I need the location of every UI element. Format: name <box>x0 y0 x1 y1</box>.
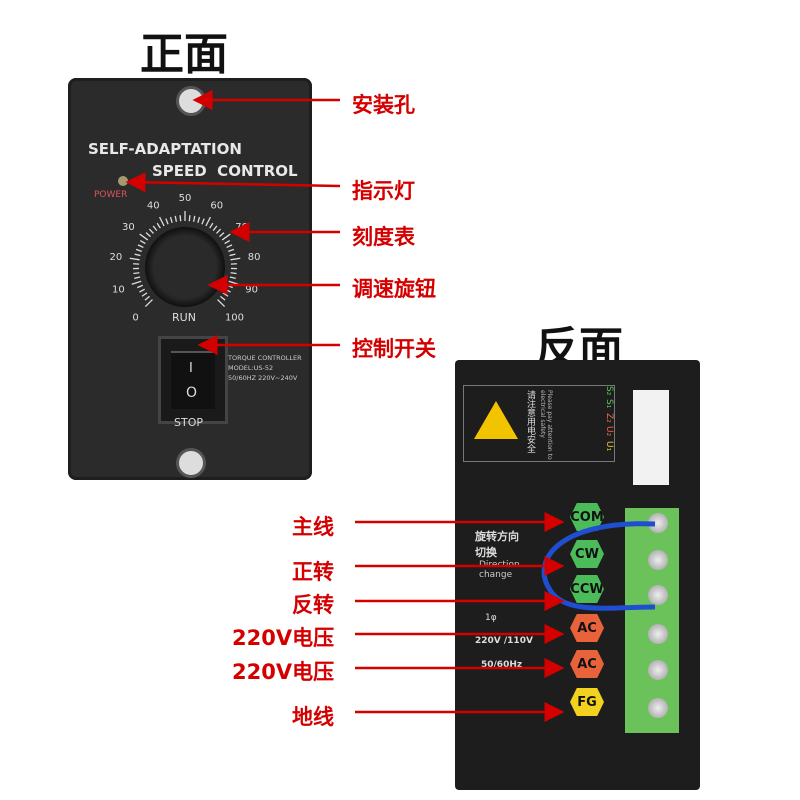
info-line: TORQUE CONTROLLER <box>228 354 302 362</box>
terminal-ac: AC <box>570 614 604 642</box>
warning-box: 请注意用电安全 Please pay attention to electric… <box>463 385 615 462</box>
annotation-mounting-hole: 安装孔 <box>352 93 415 117</box>
terminal-screw[interactable] <box>648 698 668 718</box>
direction-label-cn: 旋转方向切换 <box>475 530 519 559</box>
pin-label: S₁ <box>604 399 614 409</box>
voltage-label: 220V /110V <box>475 636 533 646</box>
model-info: TORQUE CONTROLLER MODEL:US-52 50/60HZ 22… <box>228 353 302 383</box>
direction-label-en: Direction change <box>479 560 520 580</box>
annotation-ac1: 220V电压 <box>232 626 335 650</box>
terminal-screw[interactable] <box>648 550 668 570</box>
info-line: 50/60HZ 220V~240V <box>228 374 298 382</box>
warning-icon <box>474 401 518 439</box>
annotation-indicator: 指示灯 <box>352 179 415 203</box>
connector-pin-labels: S₂ S₁ Z₂ U₂ U₁ <box>574 386 614 461</box>
annotation-knob: 调速旋钮 <box>352 277 436 301</box>
front-title: 正面 <box>140 29 228 80</box>
annotation-ground: 地线 <box>292 705 334 729</box>
annotation-forward: 正转 <box>292 560 334 584</box>
terminal-fg: FG <box>570 688 604 716</box>
switch-on-mark: I <box>189 361 193 376</box>
terminal-ac: AC <box>570 650 604 678</box>
annotation-ac2: 220V电压 <box>232 660 335 684</box>
terminal-screw[interactable] <box>648 624 668 644</box>
switch-off-mark: O <box>186 385 198 401</box>
pin-label: Z₂ <box>604 412 614 423</box>
mounting-hole-top <box>176 86 206 116</box>
label-speed-control: SPEED CONTROL <box>152 162 298 180</box>
terminal-screw[interactable] <box>648 660 668 680</box>
frequency-label: 50/60Hz <box>481 660 523 670</box>
terminal-cw: CW <box>570 540 604 568</box>
pin-label: U₂ <box>604 426 614 437</box>
rocker-switch[interactable]: I O <box>158 336 228 424</box>
front-panel: SELF-ADAPTATION SPEED CONTROL POWER I O … <box>68 78 312 480</box>
power-label: POWER <box>94 190 128 200</box>
terminal-com: COM <box>570 503 604 531</box>
annotation-reverse: 反转 <box>292 593 334 617</box>
terminal-screw[interactable] <box>648 513 668 533</box>
pin-label: S₂ <box>604 386 614 396</box>
pin-label: U₁ <box>604 440 614 451</box>
run-label: RUN <box>172 311 196 324</box>
speed-knob[interactable] <box>145 227 225 307</box>
terminal-screw[interactable] <box>648 585 668 605</box>
warning-text-en: Please pay attention to electrical safet… <box>539 390 553 460</box>
annotation-common: 主线 <box>292 515 334 539</box>
phase-label: 1φ <box>485 613 497 623</box>
mounting-hole-bottom <box>176 448 206 478</box>
annotation-switch: 控制开关 <box>352 337 436 361</box>
white-connector[interactable] <box>633 390 669 485</box>
power-indicator-led <box>118 176 128 186</box>
annotation-scale: 刻度表 <box>352 225 415 249</box>
terminal-ccw: CCW <box>570 575 604 603</box>
info-line: MODEL:US-52 <box>228 364 274 372</box>
label-self-adaptation: SELF-ADAPTATION <box>88 140 242 158</box>
warning-text-cn: 请注意用电安全 <box>525 390 535 453</box>
stop-label: STOP <box>174 416 203 429</box>
